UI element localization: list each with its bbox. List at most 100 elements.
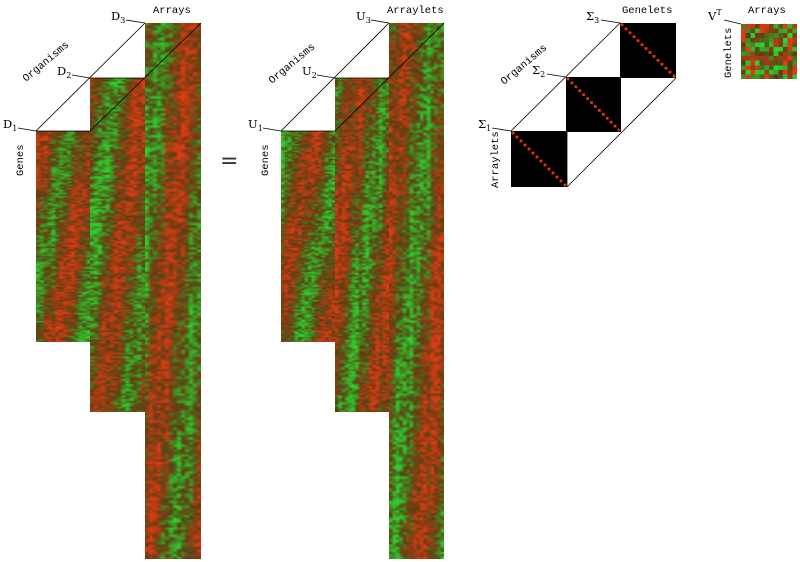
data-tensor: D3 D2 D1 Genes Organisms Arrays <box>3 5 202 559</box>
diagonal-entry <box>624 27 628 31</box>
leader-line-u1 <box>262 127 282 132</box>
perspective-lines <box>280 22 445 132</box>
left-basis-tensor: U3 U2 U1 Genes Organisms Arraylets <box>248 5 445 559</box>
heatmap-u1 <box>281 131 335 342</box>
arraylets-label: Arraylets <box>490 131 502 188</box>
diagonal-entry <box>672 74 676 78</box>
diagonal-entry <box>574 85 578 89</box>
diagonal-entry <box>598 109 601 112</box>
diagonal-entry <box>605 116 609 120</box>
perspective-lines <box>510 22 677 188</box>
diagonal-entry <box>632 35 636 39</box>
arraylets-label: Arraylets <box>387 5 444 17</box>
heatmap-d2 <box>90 78 145 412</box>
diagonal-entry <box>628 31 632 35</box>
diagonal-entry <box>551 171 555 175</box>
slice-label-d1: D1 <box>3 117 17 133</box>
diagonal-entry <box>519 139 523 143</box>
genes-label: Genes <box>260 144 272 176</box>
singular-values-tensor: Σ1 Σ2 Σ3 Arraylets Organisms Genelets <box>478 5 677 188</box>
leader-line-sigma1 <box>491 127 512 132</box>
slice-label-u3: U3 <box>356 9 371 25</box>
diagonal-entry <box>594 105 597 108</box>
diagonal-entry <box>668 70 672 74</box>
slice-d1: D1 <box>3 117 90 342</box>
slice-label-u1: U1 <box>248 117 263 133</box>
diagonal-entry <box>543 163 547 167</box>
diagonal-entry <box>609 120 613 124</box>
diagonal-entry <box>531 151 535 155</box>
slice-label-u2: U2 <box>302 64 317 80</box>
leader-line-d1 <box>17 127 37 132</box>
heatmap-u3 <box>389 23 444 559</box>
diagonal-entry <box>664 66 668 70</box>
diagonal-matrix-sigma3 <box>620 23 676 78</box>
diagonal-entry <box>511 131 515 135</box>
diagonal-entry <box>613 124 617 128</box>
diagonal-entry <box>582 93 586 97</box>
diagonal-matrix-sigma2 <box>566 77 621 132</box>
leader-line-d3 <box>125 19 146 24</box>
slice-label-d3: D3 <box>111 9 125 25</box>
organisms-label: Organisms <box>499 42 550 88</box>
diagonal-entry <box>559 179 563 183</box>
diagonal-matrix-sigma1 <box>511 131 567 187</box>
right-basis-matrix: VT Genelets Arrays <box>707 5 797 79</box>
diagonal-entry <box>636 39 640 43</box>
diagonal-entry <box>586 97 589 100</box>
organisms-label: Organisms <box>21 39 72 85</box>
diagonal-entry <box>563 183 567 187</box>
leader-line-u3 <box>370 19 390 24</box>
slice-u3: U3 <box>356 9 444 559</box>
diagonal-entry <box>578 89 582 93</box>
diagonal-entry <box>660 62 664 66</box>
leader-line-sigma2 <box>546 73 567 78</box>
diagonal-entry <box>620 23 624 27</box>
diagonal-entry <box>547 167 551 171</box>
leader-line-u2 <box>316 74 336 79</box>
diagonal-entry <box>640 43 644 46</box>
genelets-label: Genelets <box>723 28 735 78</box>
diagonal-entry <box>656 58 660 62</box>
diagonal-entry <box>555 175 559 179</box>
slice-label-d2: D2 <box>57 64 71 80</box>
heatmap-d1 <box>36 131 90 342</box>
diagonal-entry <box>515 135 519 139</box>
slice-u2: U2 <box>302 64 389 412</box>
slice-label-sigma3: Σ3 <box>586 9 599 25</box>
genes-label: Genes <box>15 144 27 176</box>
slice-sigma1: Σ1 <box>478 117 567 187</box>
heatmap-vt <box>741 24 797 79</box>
leader-line-vt <box>723 19 742 25</box>
diagonal-entry <box>644 47 648 50</box>
heatmap-d3 <box>145 23 201 559</box>
genelets-label: Genelets <box>622 5 672 17</box>
slice-d2: D2 <box>57 64 145 412</box>
diagonal-entry <box>648 51 652 54</box>
slice-u1: U1 <box>248 117 335 342</box>
diagonal-entry <box>523 143 527 147</box>
diagonal-entry <box>617 128 621 132</box>
matrix-label-vt: VT <box>707 8 722 23</box>
diagonal-entry <box>570 81 574 85</box>
diagonal-entry <box>535 155 539 159</box>
slice-d3: D3 <box>111 9 201 559</box>
slice-label-sigma1: Σ1 <box>478 117 491 133</box>
slice-label-sigma2: Σ2 <box>532 63 545 79</box>
equals-sign: = <box>220 149 238 174</box>
diagonal-entry <box>652 55 656 58</box>
perspective-lines <box>35 22 202 132</box>
arrays-label: Arrays <box>153 5 191 17</box>
diagonal-entry <box>601 112 605 116</box>
arrays-label: Arrays <box>748 5 786 17</box>
heatmap-u2 <box>335 78 389 412</box>
leader-line-d2 <box>71 74 91 79</box>
diagonal-entry <box>590 101 593 104</box>
diagonal-entry <box>566 77 570 81</box>
slice-sigma2: Σ2 <box>532 63 621 132</box>
slice-sigma3: Σ3 <box>586 9 676 78</box>
diagonal-entry <box>527 147 531 151</box>
leader-line-sigma3 <box>600 19 621 24</box>
diagonal-entry <box>539 159 543 163</box>
